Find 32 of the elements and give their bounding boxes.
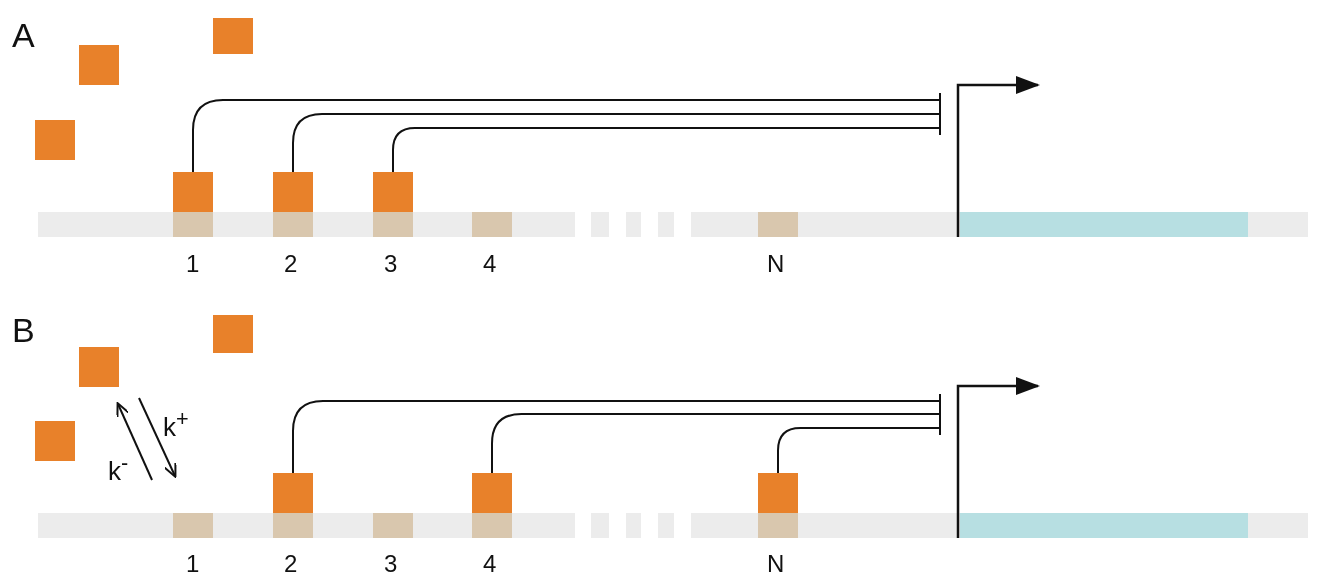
site-number: 3 (384, 252, 398, 276)
site-number: 4 (483, 552, 497, 576)
site-number: 2 (284, 252, 298, 276)
transcription-factor-square (273, 473, 313, 513)
inhibition-line (192, 92, 941, 173)
panel-label: B (12, 313, 35, 347)
transcription-factor-square (35, 421, 75, 461)
site-number: 4 (483, 252, 497, 276)
site-number: N (767, 252, 785, 276)
site-number: 2 (284, 552, 298, 576)
transcription-factor-square (173, 172, 213, 212)
transcription-factor-square (35, 120, 75, 160)
transcription-factor-square (213, 315, 253, 353)
rate-constant: k$^{+}$ (163, 408, 189, 440)
transcription-factor-square (273, 172, 313, 212)
inhibition-line (292, 393, 941, 474)
inhibition-line (392, 120, 941, 173)
panel-label: A (12, 18, 35, 52)
inhibition-line (491, 406, 941, 474)
inhibition-line (292, 106, 941, 173)
rate-constant: k$^{-}$ (108, 452, 129, 484)
transcription-factor-square (213, 18, 253, 54)
transcription-factor-square (758, 473, 798, 513)
transcription-factor-square (373, 172, 413, 212)
site-number: N (767, 552, 785, 576)
transcription-factor-square (79, 347, 119, 387)
inhibition-line (777, 420, 941, 474)
transcription-factor-square (79, 45, 119, 85)
site-number: 3 (384, 552, 398, 576)
site-number: 1 (186, 552, 200, 576)
transcription-factor-square (472, 473, 512, 513)
site-number: 1 (186, 252, 200, 276)
